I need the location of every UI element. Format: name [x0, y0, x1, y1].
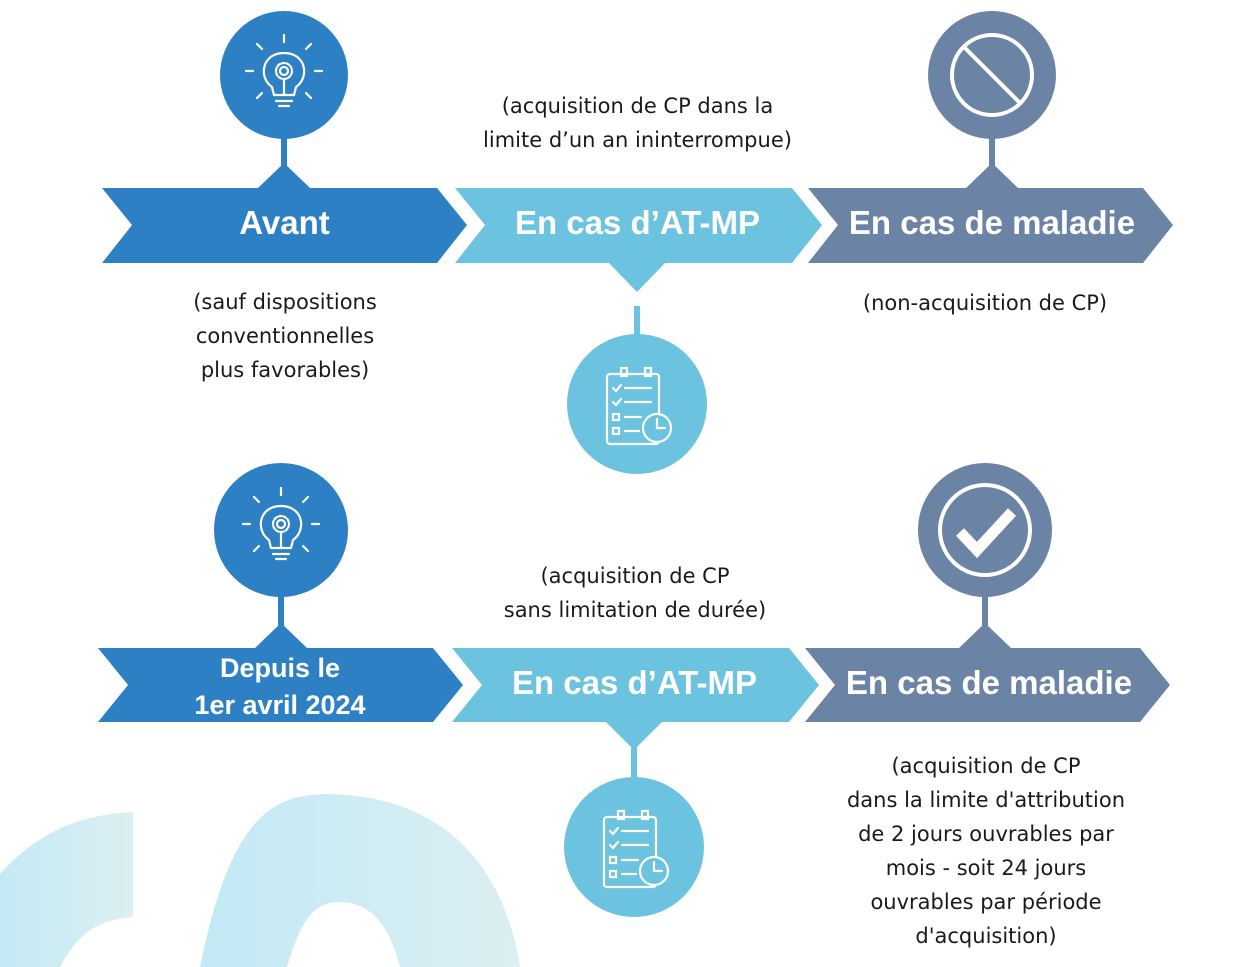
note-line: conventionnelles: [195, 324, 375, 348]
arrow-depuis: [98, 648, 463, 722]
background-decoration: [0, 794, 520, 967]
label-maladie-1: En cas de maladie: [848, 204, 1136, 241]
note-line: d'acquisition): [915, 924, 1057, 948]
label-depuis: Depuis le 1er avril 2024: [120, 650, 440, 724]
note-maladie-1: (non-acquisition de CP): [820, 286, 1150, 320]
arrow-avant: [102, 188, 467, 263]
note-line: dans la limite d'attribution: [846, 788, 1126, 812]
arrow-at-mp-2: [452, 648, 819, 722]
arrow-maladie-1: [808, 188, 1173, 263]
note-line: limite d’un an ininterrompue): [483, 128, 792, 152]
note-line: (sauf dispositions: [193, 290, 377, 314]
note-line: (acquisition de CP dans la: [501, 94, 774, 118]
label-at-mp-2: En cas d’AT-MP: [511, 664, 758, 701]
note-maladie-2: (acquisition de CP dans la limite d'attr…: [820, 749, 1152, 953]
checklist-circle-1: [567, 334, 707, 474]
check-circle: [918, 463, 1052, 597]
label-at-mp-1: En cas d’AT-MP: [514, 204, 761, 241]
checkmark-circle-icon: [938, 483, 1032, 577]
arrow-at-mp-1: [455, 188, 822, 263]
arrow-maladie-2: [805, 648, 1170, 722]
note-at-mp-2: (acquisition de CP sans limitation de du…: [440, 559, 830, 627]
note-line: (acquisition de CP: [891, 754, 1081, 778]
checklist-circle-2: [564, 777, 704, 917]
note-line: sans limitation de durée): [503, 598, 767, 622]
note-line: plus favorables): [200, 358, 370, 382]
note-line: (non-acquisition de CP): [862, 291, 1108, 315]
note-line: ouvrables par période: [870, 890, 1102, 914]
label-avant: Avant: [239, 204, 330, 241]
label-maladie-2: En cas de maladie: [845, 664, 1133, 701]
label-line: 1er avril 2024: [194, 690, 366, 720]
lightbulb-circle-2: [214, 463, 348, 597]
note-avant: (sauf dispositions conventionnelles plus…: [120, 285, 450, 387]
note-line: mois - soit 24 jours: [885, 856, 1087, 880]
prohibited-icon: [950, 33, 1034, 117]
note-line: de 2 jours ouvrables par: [858, 822, 1114, 846]
note-at-mp-1: (acquisition de CP dans la limite d’un a…: [440, 89, 835, 157]
note-line: (acquisition de CP: [540, 564, 730, 588]
label-line: Depuis le: [219, 653, 341, 683]
